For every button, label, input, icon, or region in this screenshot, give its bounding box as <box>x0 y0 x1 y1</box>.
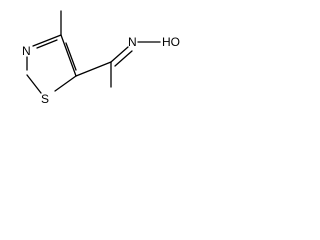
bond-c2-s1 <box>26 74 42 94</box>
atom-label-ring-sulfur: S <box>41 92 49 106</box>
bond-c4-c5 <box>60 34 77 77</box>
atom-label-hydroxyl: HO <box>162 35 180 49</box>
atom-label-ring-nitrogen: N <box>22 44 31 58</box>
bond-c4-c5-inner <box>65 42 77 71</box>
bond-c-n-double-2 <box>114 50 133 67</box>
bond-c4-n3 <box>32 34 62 47</box>
atom-label-oxime-nitrogen: N <box>128 35 137 49</box>
bond-c-n-double-1 <box>110 46 129 63</box>
structure-diagram: N S N HO <box>22 10 180 106</box>
bond-c4-n3-inner <box>36 39 58 49</box>
bond-c5-c-imine <box>75 61 112 77</box>
bond-s1-c5 <box>54 75 77 92</box>
